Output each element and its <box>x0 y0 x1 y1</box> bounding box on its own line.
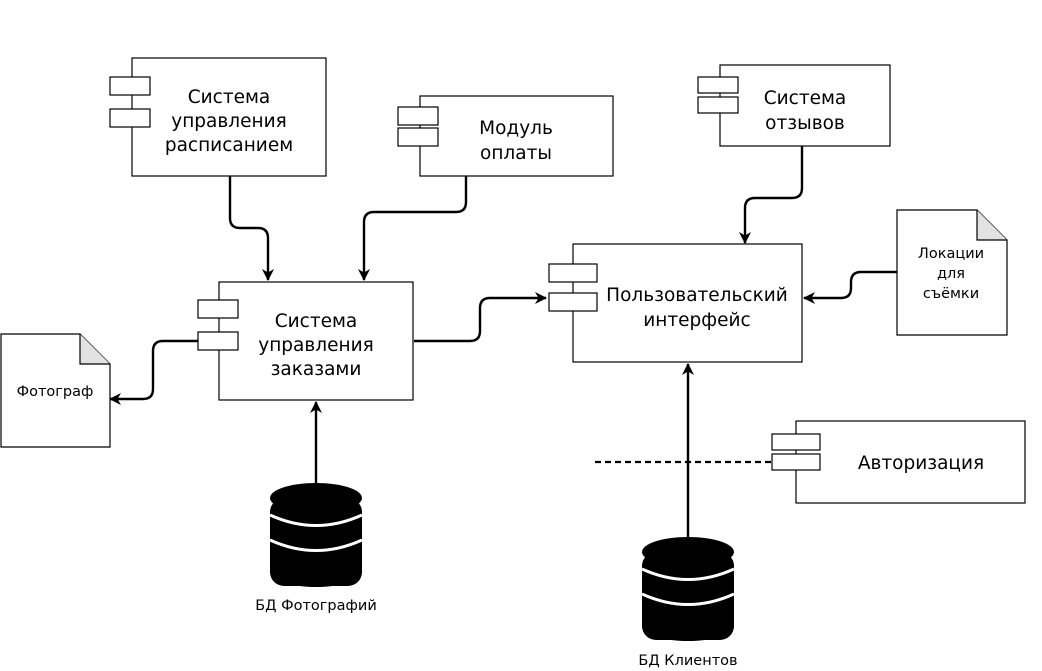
component-port-bottom <box>697 96 739 114</box>
component-body <box>419 95 614 177</box>
locations-label-1: Локации <box>918 246 984 262</box>
photos-db-label: БД Фотографий <box>255 598 377 614</box>
database-photos: БД Фотографий <box>255 483 377 614</box>
document-fold <box>976 210 1007 241</box>
auth-label: Авторизация <box>858 453 984 474</box>
document-shape <box>896 209 1008 336</box>
component-port-bottom <box>197 331 239 351</box>
ui-label-1: Пользовательский <box>606 285 788 306</box>
ui-label-2: интерфейс <box>643 310 750 331</box>
edge-orders-to-ui <box>414 292 547 343</box>
component-port-top <box>109 76 151 96</box>
orders-label-1: Система <box>275 311 358 332</box>
component-reviews: Система отзывов <box>697 64 891 147</box>
component-port-top <box>397 106 439 126</box>
component-payment: Модуль оплаты <box>397 95 614 177</box>
payment-label-1: Модуль <box>479 118 553 139</box>
edge-schedule-to-orders <box>228 176 274 281</box>
connectors <box>109 146 897 537</box>
locations-label-2: для <box>937 266 965 282</box>
component-port-top <box>697 76 739 94</box>
document-locations: Локации для съёмки <box>896 209 1008 336</box>
component-authorization: Авторизация <box>771 420 1026 504</box>
orders-label-2: управления <box>258 335 373 356</box>
component-orders: Система управления заказами <box>197 281 414 401</box>
orders-label-3: заказами <box>271 359 362 380</box>
component-body <box>572 243 803 363</box>
edge-locations-to-ui <box>803 270 897 304</box>
component-port-top <box>197 299 239 319</box>
component-body <box>719 64 891 147</box>
component-port-bottom <box>548 292 598 312</box>
component-port-top <box>771 433 821 451</box>
component-port-top <box>548 263 598 283</box>
photographer-label: Фотограф <box>17 384 94 400</box>
document-photographer: Фотограф <box>0 333 111 448</box>
reviews-label-2: отзывов <box>765 113 845 134</box>
clients-db-label: БД Клиентов <box>638 653 737 669</box>
locations-label-3: съёмки <box>923 286 979 302</box>
database-icon <box>269 483 363 587</box>
schedule-label-3: расписанием <box>165 135 293 156</box>
payment-label-2: оплаты <box>480 143 552 164</box>
component-user-interface: Пользовательский интерфейс <box>548 243 803 363</box>
component-port-bottom <box>771 453 821 471</box>
component-schedule: Система управления расписанием <box>109 57 327 177</box>
component-body <box>795 420 1026 504</box>
component-body <box>218 281 414 401</box>
schedule-label-2: управления <box>171 111 286 132</box>
edge-reviews-to-ui <box>739 146 804 244</box>
component-port-bottom <box>109 108 151 128</box>
schedule-label-1: Система <box>188 87 271 108</box>
database-icon <box>641 537 735 641</box>
reviews-label-1: Система <box>764 88 847 109</box>
document-fold <box>79 334 110 365</box>
component-port-bottom <box>397 127 439 147</box>
edge-orders-to-photographer <box>109 339 198 405</box>
edge-payment-to-orders <box>358 176 468 281</box>
database-clients: БД Клиентов <box>638 537 738 669</box>
